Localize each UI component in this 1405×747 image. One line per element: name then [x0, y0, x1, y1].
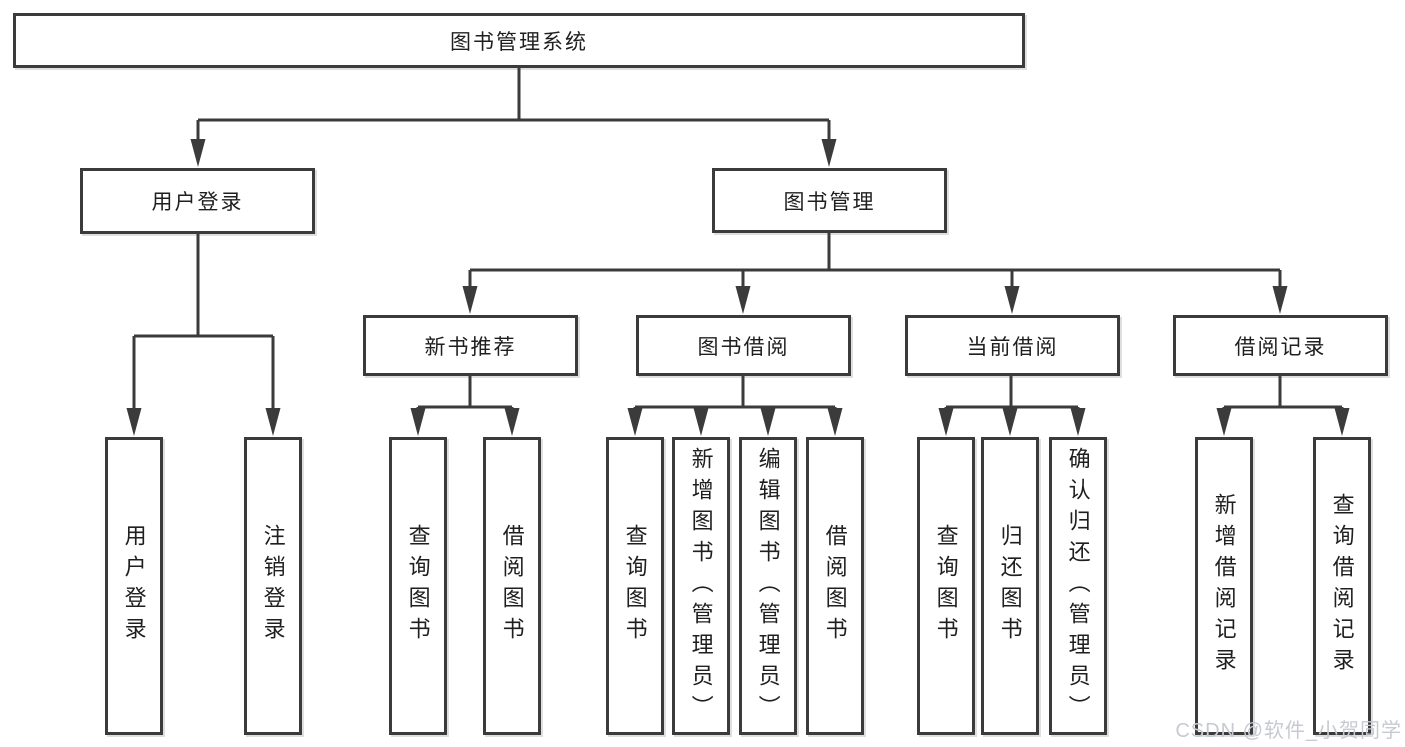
node-borrow-books-op: 借阅图书 — [806, 437, 864, 735]
node-current-borrow: 当前借阅 — [905, 315, 1120, 376]
node-user-login-op: 用户登录 — [105, 437, 163, 735]
node-query-books-borrow: 查询图书 — [606, 437, 664, 735]
node-query-books-current: 查询图书 — [917, 437, 975, 735]
node-return-books: 归还图书 — [981, 437, 1039, 735]
node-logout-op: 注销登录 — [244, 437, 302, 735]
node-add-books-admin: 新增图书（管理员） — [672, 437, 730, 735]
node-add-borrow-record: 新增借阅记录 — [1195, 437, 1253, 735]
node-book-management: 图书管理 — [712, 168, 947, 233]
node-book-management-system: 图书管理系统 — [13, 13, 1025, 68]
node-query-borrow-record: 查询借阅记录 — [1313, 437, 1371, 735]
node-edit-books-admin: 编辑图书（管理员） — [739, 437, 797, 735]
node-borrow-records: 借阅记录 — [1173, 315, 1388, 376]
node-new-book-recommend: 新书推荐 — [363, 315, 578, 376]
node-book-borrow: 图书借阅 — [636, 315, 851, 376]
node-confirm-return-admin: 确认归还（管理员） — [1049, 437, 1107, 735]
node-borrow-books-recommend: 借阅图书 — [483, 437, 541, 735]
arrowheads — [126, 139, 1350, 436]
node-user-login: 用户登录 — [80, 168, 315, 234]
watermark-text: CSDN @软件_小贺同学 — [1175, 720, 1402, 742]
node-query-books-recommend: 查询图书 — [389, 437, 447, 735]
